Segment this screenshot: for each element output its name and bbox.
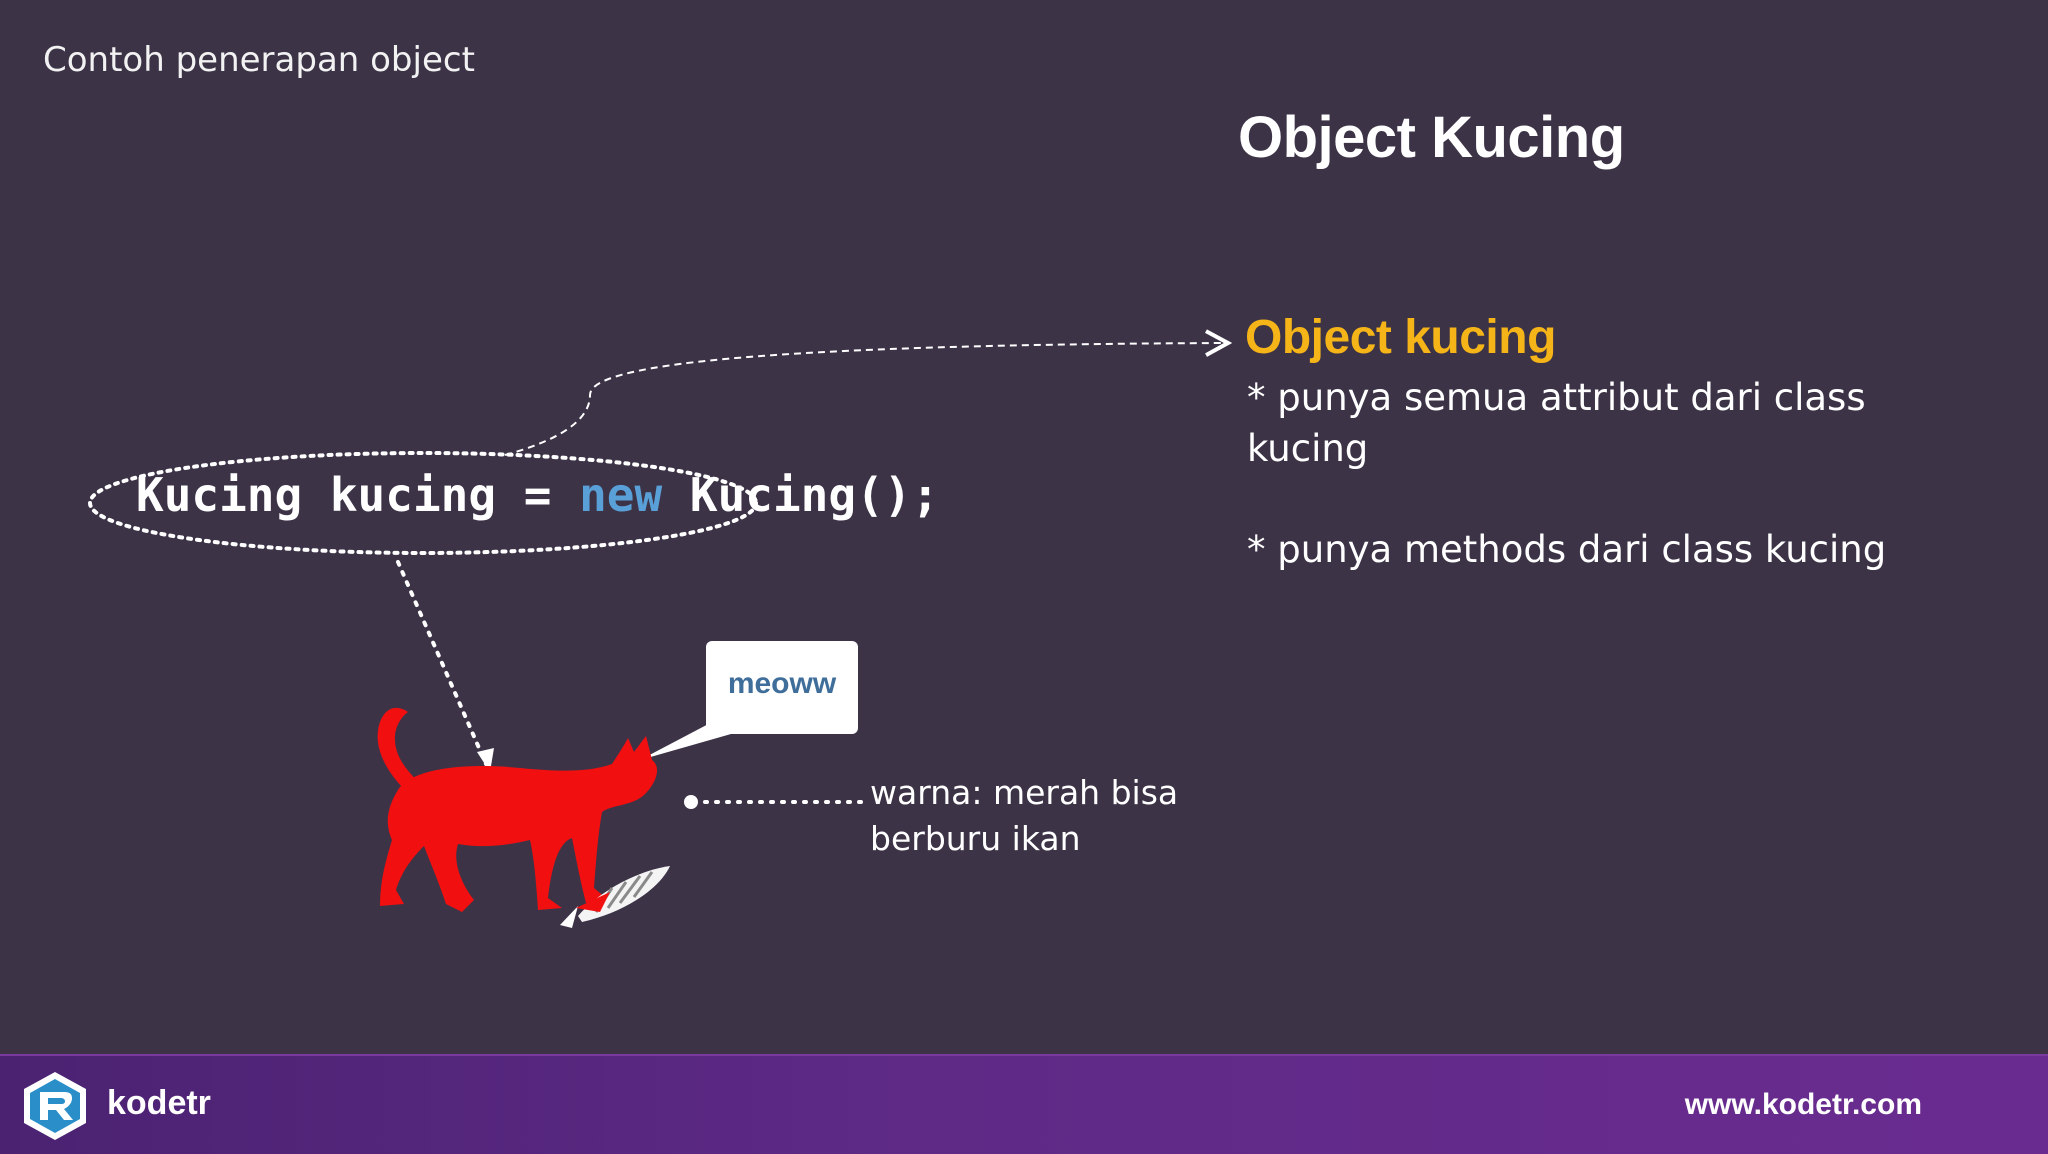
dotted-arrow-to-cat xyxy=(396,560,488,766)
slide-title: Object Kucing xyxy=(1238,105,1625,170)
footer-website-link[interactable]: www.kodetr.com xyxy=(1684,1088,1922,1121)
footer-brand: kodetr xyxy=(107,1084,211,1122)
code-keyword-new: new xyxy=(579,468,663,522)
dashed-arrow xyxy=(504,343,1228,456)
leader-dot xyxy=(684,795,698,809)
slide-subtitle: Contoh penerapan object xyxy=(43,40,475,80)
code-constructor: Kucing(); xyxy=(662,468,940,522)
cat-icon xyxy=(377,707,658,912)
code-declaration: Kucing kucing = xyxy=(136,468,580,522)
footer-bar: kodetr www.kodetr.com xyxy=(0,1054,2048,1154)
code-statement: Kucing kucing = new Kucing(); xyxy=(136,468,939,522)
fish-bone-icon xyxy=(560,866,670,928)
bullet-attributes: * punya semua attribut dari class kucing xyxy=(1247,376,1866,470)
speech-text: meoww xyxy=(727,667,837,700)
dotted-ellipse xyxy=(88,451,758,555)
arrow-head-to-cat xyxy=(477,748,494,772)
kodetr-logo-icon xyxy=(24,1072,86,1140)
cat-description: warna: merah bisa berburu ikan xyxy=(870,773,1179,858)
bullet-methods: * punya methods dari class kucing xyxy=(1247,528,1887,571)
speech-bubble: meoww xyxy=(706,641,858,734)
object-heading: Object kucing xyxy=(1245,311,1556,364)
